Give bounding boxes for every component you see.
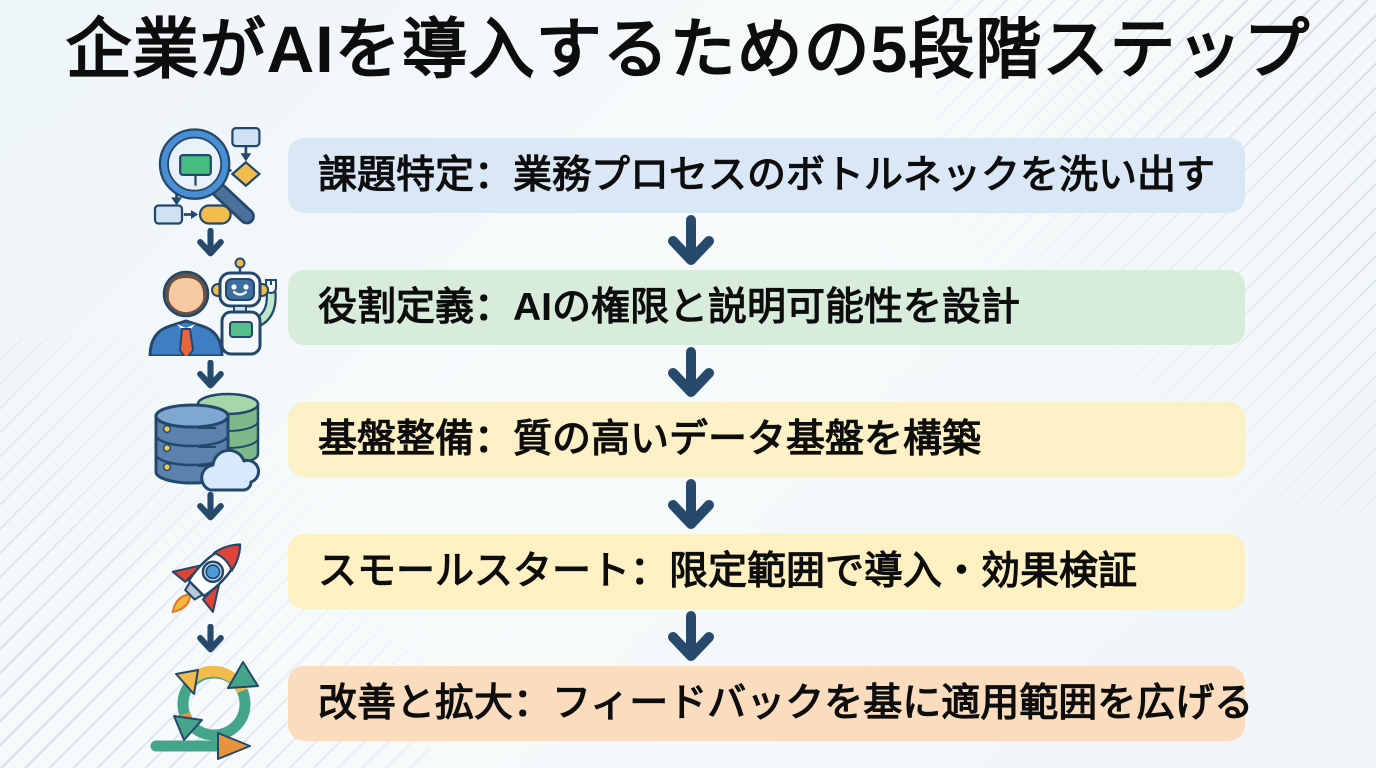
- down-arrow-icon: [666, 347, 716, 399]
- step-banner: 課題特定：業務プロセスのボトルネックを洗い出す: [288, 138, 1245, 213]
- down-arrow-icon: [666, 215, 716, 267]
- down-arrow-icon: [666, 479, 716, 531]
- step-label: 改善と拡大：フィードバックを基に適用範囲を広げる: [318, 682, 1254, 725]
- icon-connector-arrow-icon: [196, 492, 225, 522]
- step-label: スモールスタート：限定範囲で導入・効果検証: [318, 550, 1138, 593]
- step-label: 役割定義：AIの権限と説明可能性を設計: [318, 286, 1021, 329]
- step-banner: 基盤整備：質の高いデータ基盤を構築: [288, 402, 1245, 477]
- down-arrow-icon: [666, 611, 716, 663]
- step-banner: スモールスタート：限定範囲で導入・効果検証: [288, 534, 1245, 609]
- icon-connector-arrow-icon: [196, 228, 225, 258]
- page-title: 企業がAIを導入するための5段階ステップ: [65, 12, 1311, 86]
- step-banner: 役割定義：AIの権限と説明可能性を設計: [288, 270, 1245, 345]
- step-label: 基盤整備：質の高いデータ基盤を構築: [318, 418, 982, 461]
- step-banner: 改善と拡大：フィードバックを基に適用範囲を広げる: [288, 666, 1253, 741]
- step-label: 課題特定：業務プロセスのボトルネックを洗い出す: [318, 154, 1216, 197]
- magnifier-flowchart-icon: [146, 120, 272, 228]
- rocket-icon: [150, 526, 264, 626]
- person-robot-icon: [140, 256, 284, 356]
- cycle-arrows-icon: [148, 656, 272, 766]
- icon-connector-arrow-icon: [196, 360, 225, 390]
- database-icon: [150, 392, 266, 494]
- icon-connector-arrow-icon: [196, 624, 225, 654]
